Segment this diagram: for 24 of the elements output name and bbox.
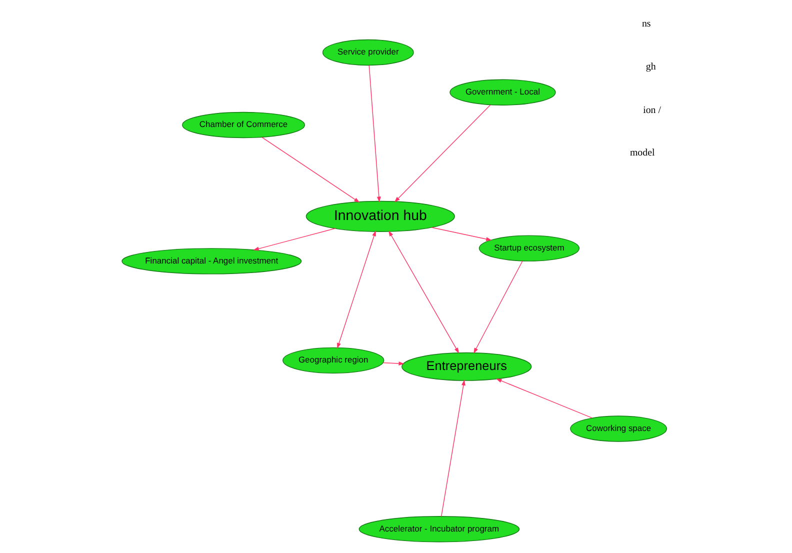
node-ellipse: Service provider xyxy=(322,39,414,66)
label: ns xyxy=(641,18,650,30)
node-ellipse: Chamber of Commerce xyxy=(182,112,305,138)
label: ion / xyxy=(642,105,660,116)
node-ellipse: Coworking space xyxy=(570,416,667,442)
arrow xyxy=(382,362,404,366)
node-ellipse: Government - Local xyxy=(449,79,556,106)
arrow xyxy=(336,230,376,349)
node-ellipse: Financial capital - Angel investment xyxy=(121,248,302,274)
arrow xyxy=(368,65,380,202)
arrow xyxy=(430,227,492,242)
label: model xyxy=(629,148,654,159)
node-ellipse: Entrepreneurs xyxy=(401,352,532,381)
arrow xyxy=(473,260,522,354)
label: gh xyxy=(645,62,656,73)
node-ellipse: Innovation hub xyxy=(305,200,454,232)
arrow xyxy=(388,230,459,354)
arrow xyxy=(495,378,592,418)
arrow xyxy=(440,380,465,517)
node-ellipse: Geographic region xyxy=(282,347,384,374)
arrow xyxy=(252,228,336,251)
arrow xyxy=(394,104,490,202)
arrow xyxy=(261,136,360,203)
node-ellipse: Accelerator - Incubator program xyxy=(358,516,520,542)
